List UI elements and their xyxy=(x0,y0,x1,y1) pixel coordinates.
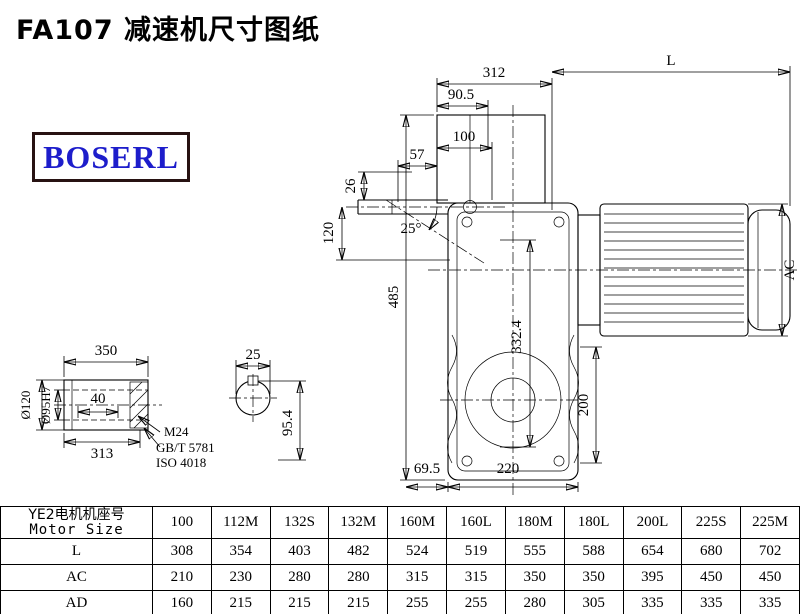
dim-313: 313 xyxy=(91,446,114,462)
dim-332-4: 332.4 xyxy=(509,320,525,354)
table-cell: 255 xyxy=(446,590,506,614)
table-header-motor-size: YE2电机机座号 Motor Size xyxy=(0,506,153,539)
shaft-cross-section: 25 95.4 xyxy=(229,347,306,461)
dim-69-5: 69.5 xyxy=(414,461,440,477)
table-cell: 335 xyxy=(622,590,683,614)
table-cell: 702 xyxy=(740,538,800,565)
col-header-180m: 180M xyxy=(504,506,565,539)
size-table: YE2电机机座号 Motor Size 100 112M 132S 132M 1… xyxy=(0,506,800,614)
table-cell: 335 xyxy=(681,590,742,614)
col-header-225s: 225S xyxy=(681,506,742,539)
header-en: Motor Size xyxy=(29,521,124,538)
dim-485: 485 xyxy=(386,286,402,309)
centerlines xyxy=(346,105,798,496)
dim-120: 120 xyxy=(321,222,337,245)
dim-350: 350 xyxy=(95,343,118,359)
dim-25: 25 xyxy=(246,347,261,363)
table-cell: 280 xyxy=(328,564,389,591)
dim-100: 100 xyxy=(453,129,476,145)
table-cell: 280 xyxy=(269,564,330,591)
table-cell: 350 xyxy=(563,564,624,591)
motor-body xyxy=(577,203,791,337)
label-m24: M24 xyxy=(164,424,189,439)
fan-cover xyxy=(747,209,791,331)
table-cell: 335 xyxy=(740,590,800,614)
table-cell: 255 xyxy=(387,590,448,614)
boserl-logo: BOSERL xyxy=(32,132,190,182)
table-cell: 450 xyxy=(681,564,742,591)
table-cell: 680 xyxy=(681,538,742,565)
table-cell: 519 xyxy=(446,538,506,565)
dim-220: 220 xyxy=(497,461,520,477)
dim-angle-25: 25° xyxy=(401,221,422,237)
table-cell: 230 xyxy=(210,564,271,591)
header-cn: YE2电机机座号 xyxy=(28,506,125,523)
col-header-132s: 132S xyxy=(269,506,330,539)
dim-40: 40 xyxy=(91,391,106,407)
page-title: FA107 减速机尺寸图纸 xyxy=(16,15,321,46)
table-cell: 215 xyxy=(269,590,330,614)
table-cell: 350 xyxy=(504,564,565,591)
col-header-225m: 225M xyxy=(740,506,800,539)
table-cell: 588 xyxy=(563,538,624,565)
dim-AC: AC xyxy=(782,260,798,281)
col-header-160l: 160L xyxy=(446,506,506,539)
col-header-180l: 180L xyxy=(563,506,624,539)
size-table-wrap: YE2电机机座号 Motor Size 100 112M 132S 132M 1… xyxy=(0,506,800,614)
table-cell: 395 xyxy=(622,564,683,591)
dim-90-5: 90.5 xyxy=(448,87,474,103)
table-cell: 280 xyxy=(504,590,565,614)
label-gbt-5781: GB/T 5781 xyxy=(156,440,215,455)
table-cell: 482 xyxy=(328,538,389,565)
col-header-160m: 160M xyxy=(387,506,448,539)
boserl-logo-text: BOSERL xyxy=(43,138,179,175)
table-cell: 555 xyxy=(504,538,565,565)
table-cell: 354 xyxy=(210,538,271,565)
table-cell: 215 xyxy=(210,590,271,614)
table-cell: 215 xyxy=(328,590,389,614)
table-cell: 160 xyxy=(152,590,212,614)
table-row-AC: AC 210 230 280 280 315 315 350 350 395 4… xyxy=(0,564,800,591)
dimension-drawing: 312 L 90.5 100 57 26 120 xyxy=(18,53,798,496)
dimensions-main: 312 L 90.5 100 57 26 120 xyxy=(321,53,798,492)
row-label-L: L xyxy=(0,538,153,565)
table-cell: 654 xyxy=(622,538,683,565)
col-header-200l: 200L xyxy=(622,506,683,539)
dim-dia-120: Ø120 xyxy=(18,391,33,420)
table-row-AD: AD 160 215 215 215 255 255 280 305 335 3… xyxy=(0,590,800,614)
output-shaft-detail: 350 40 313 Ø120 Ø95H7 M24 GB/T xyxy=(18,343,215,470)
dim-200: 200 xyxy=(576,394,592,417)
table-cell: 305 xyxy=(563,590,624,614)
table-cell: 315 xyxy=(446,564,506,591)
col-header-112m: 112M xyxy=(210,506,271,539)
dim-L: L xyxy=(666,53,675,69)
table-cell: 403 xyxy=(269,538,330,565)
dim-95-4: 95.4 xyxy=(280,409,296,436)
col-header-132m: 132M xyxy=(328,506,389,539)
dim-dia-95h7: Ø95H7 xyxy=(38,385,53,424)
dim-26: 26 xyxy=(343,178,359,194)
table-row-L: L 308 354 403 482 524 519 555 588 654 68… xyxy=(0,538,800,565)
table-cell: 210 xyxy=(152,564,212,591)
row-label-AC: AC xyxy=(0,564,153,591)
row-label-AD: AD xyxy=(0,590,153,614)
col-header-100: 100 xyxy=(152,506,212,539)
dim-57: 57 xyxy=(410,147,426,163)
dim-312: 312 xyxy=(483,65,506,81)
table-cell: 450 xyxy=(740,564,800,591)
table-cell: 524 xyxy=(387,538,448,565)
table-cell: 315 xyxy=(387,564,448,591)
table-cell: 308 xyxy=(152,538,212,565)
label-iso-4018: ISO 4018 xyxy=(156,455,206,470)
